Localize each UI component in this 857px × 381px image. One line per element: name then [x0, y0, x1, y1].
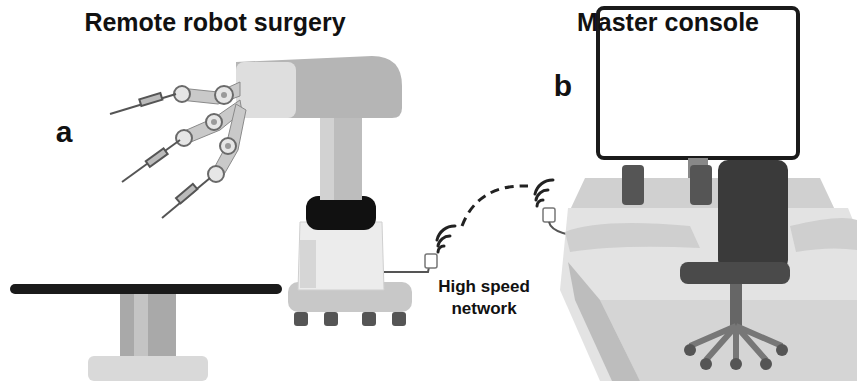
network-label: High speed network — [434, 276, 534, 320]
operating-table — [10, 284, 282, 381]
part-letter: a — [56, 112, 73, 151]
heading: Master console — [577, 6, 759, 39]
part-letter: b — [554, 66, 572, 105]
master-console — [560, 8, 857, 381]
console-chair — [680, 160, 790, 370]
heading: Remote robot surgery — [84, 6, 345, 39]
surgical-robot — [110, 56, 430, 326]
